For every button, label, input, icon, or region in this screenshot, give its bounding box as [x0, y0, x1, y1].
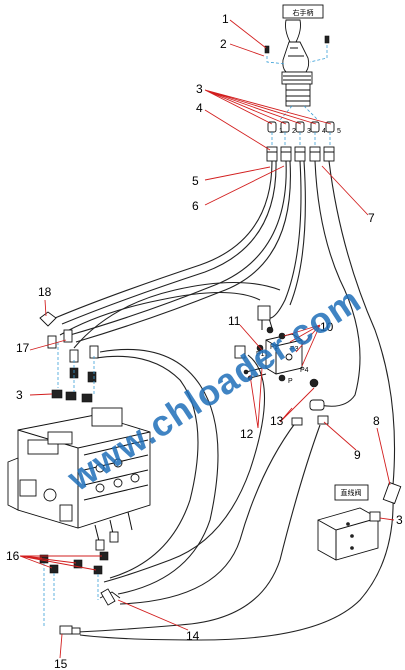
handle-port-1: 1: [279, 128, 283, 135]
pilot-port-p2: P2: [270, 344, 279, 351]
callout-13: 13: [270, 414, 284, 428]
callout-11: 11: [228, 314, 241, 328]
joystick-grip-top: [285, 19, 301, 43]
callout-8: 8: [373, 414, 380, 428]
straight-valve-label: 直线阀: [341, 488, 362, 497]
callout-3: 3: [196, 82, 203, 96]
valve-fittings: [39, 311, 99, 403]
pilot-port-p4: P4: [300, 367, 309, 374]
bolt-1: [264, 45, 270, 54]
callout-10: 10: [320, 320, 334, 334]
lower-fittings: [39, 551, 121, 635]
handle-port-4: 4: [322, 128, 326, 135]
straight-valve-label-box: [334, 484, 369, 501]
handle-port-5: 5: [337, 128, 341, 135]
pilot-port-p3: P3: [290, 346, 299, 353]
pilot-valve-block: P1 P2 P3 P4 P: [234, 305, 329, 426]
callout-5: 5: [192, 174, 199, 188]
handle-port-2: 2: [292, 128, 296, 135]
callout-12: 12: [240, 427, 254, 441]
joystick-assembly: 右手柄: [264, 4, 330, 121]
fittings-row-upper: 1 2 3 4 5: [267, 121, 341, 146]
joystick-base: [285, 83, 311, 107]
callout-3-valve: 3: [16, 388, 23, 402]
callout-18: 18: [38, 285, 52, 299]
hose-network: [54, 160, 396, 641]
callout-16: 16: [6, 549, 20, 563]
callout-1: 1: [222, 12, 229, 26]
callout-2: 2: [220, 37, 227, 51]
straight-travel-valve: 直线阀: [317, 481, 402, 561]
joystick-grip: [282, 41, 310, 73]
callout-numbers: 1 2 3 4 5 6 7 8 9 10 11 12 13 14 15 16 1…: [6, 12, 403, 670]
callout-14: 14: [186, 629, 200, 643]
callout-6: 6: [192, 199, 199, 213]
callout-15: 15: [54, 657, 68, 670]
joystick-label-box: [282, 4, 324, 19]
callout-17: 17: [16, 341, 30, 355]
callout-7: 7: [368, 211, 375, 225]
leader-lines: [19, 19, 395, 659]
callout-3-straight-valve: 3: [396, 513, 403, 527]
joystick-label: 右手柄: [293, 8, 314, 17]
callout-4: 4: [196, 101, 203, 115]
bolt-right: [324, 35, 330, 44]
joystick-boot: [281, 71, 313, 85]
watermark-text: www.chloader.com: [59, 279, 368, 500]
fittings-row-lower: [266, 146, 335, 162]
handle-port-3: 3: [307, 128, 311, 135]
callout-9: 9: [354, 448, 361, 462]
main-control-valve: [7, 407, 151, 551]
pilot-port-p: P: [288, 378, 293, 385]
pilot-port-p1: P1: [256, 351, 265, 358]
